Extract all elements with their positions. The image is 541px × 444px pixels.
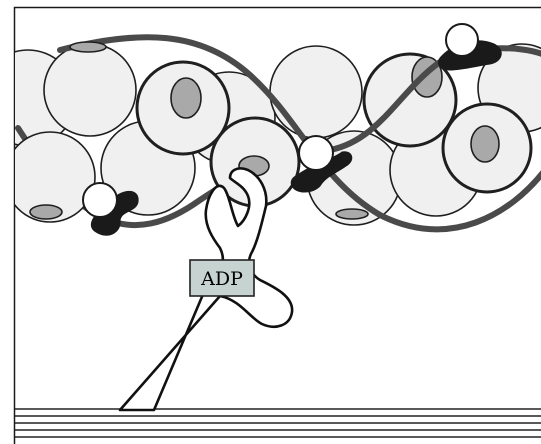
troponin-light-subunit [82, 182, 118, 218]
troponin-dark-subunit [91, 191, 139, 236]
adp-label-box [189, 259, 255, 297]
troponin-complex [437, 23, 502, 71]
troponin-complex [82, 182, 139, 236]
actin-back-strand [15, 43, 541, 226]
actin-monomer [269, 45, 363, 139]
nucleotide-site [170, 77, 202, 119]
nucleotide-site [69, 41, 107, 53]
troponin-dark-subunit [290, 151, 353, 193]
nucleotide-site [470, 125, 500, 163]
actin-monomer [43, 43, 137, 137]
troponin-complex [290, 135, 353, 193]
actin-monomer [15, 131, 96, 223]
frame [13, 6, 541, 444]
adp-label: ADP [189, 259, 255, 297]
thick-filament [15, 408, 541, 438]
troponin-light-subunit [445, 23, 479, 57]
nucleotide-site [29, 204, 63, 220]
troponin-light-subunit [298, 135, 334, 171]
nucleotide-site [335, 208, 369, 220]
troponin-complexes [82, 23, 502, 236]
adp-label-text: ADP [200, 268, 243, 290]
